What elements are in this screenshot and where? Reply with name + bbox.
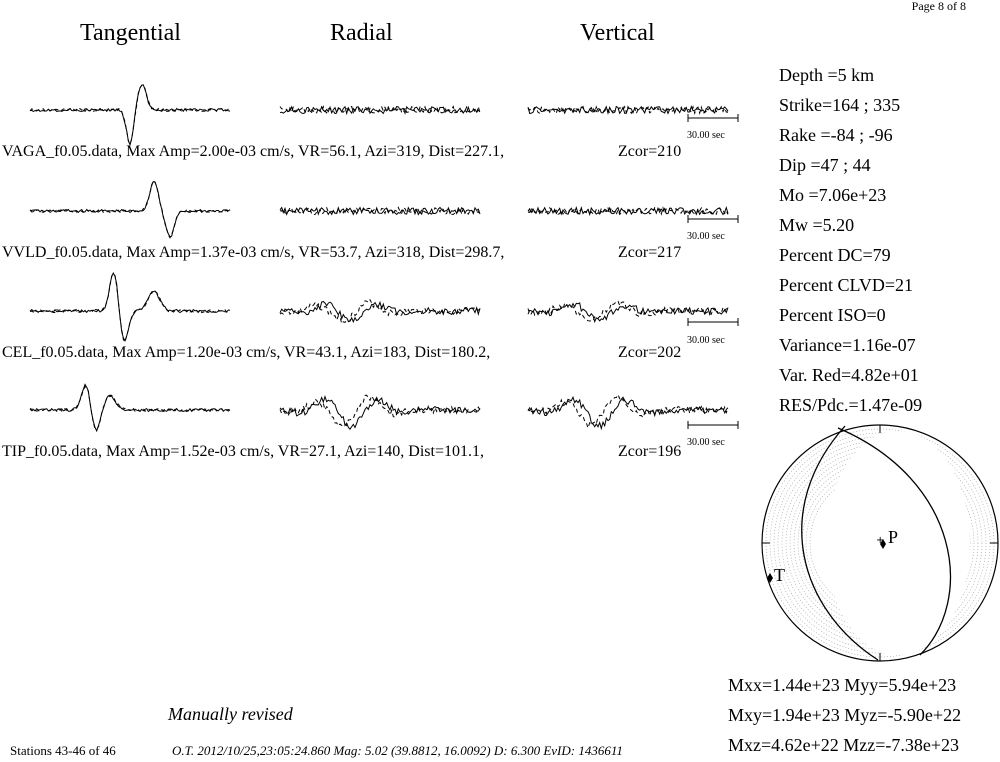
station-label-vvld: VVLD_f0.05.data, Max Amp=1.37e-03 cm/s, …: [2, 244, 505, 261]
trace-2-0-synthetic: [29, 272, 231, 344]
trace-3-2-synthetic: [527, 393, 729, 430]
param-dip: Dip =47 ; 44: [779, 155, 871, 175]
focal-mechanism-beachball: +: [761, 424, 999, 662]
trace-0-1-synthetic: [279, 105, 481, 115]
header-vertical: Vertical: [580, 20, 655, 46]
moment-tensor-row-2: Mxy=1.94e+23 Myz=-5.90e+22: [728, 705, 962, 725]
param-variance: Variance=1.16e-07: [779, 335, 916, 355]
moment-tensor-row-3: Mxz=4.62e+22 Mzz=-7.38e+23: [728, 735, 960, 755]
trace-3-0-observed: [29, 383, 231, 433]
zcor-vvld: Zcor=217: [618, 244, 682, 261]
waveform-traces: [29, 84, 729, 433]
param-mw: Mw =5.20: [779, 215, 855, 235]
param-var-red: Var. Red=4.82e+01: [779, 365, 919, 385]
trace-1-1-synthetic: [279, 205, 481, 216]
page-label: Page 8 of 8: [911, 0, 966, 13]
trace-0-2-synthetic: [527, 105, 729, 116]
dilatational-quadrant: [826, 431, 970, 655]
t-axis-label: T: [774, 565, 785, 585]
trace-1-0-observed: [29, 181, 231, 238]
param-mo: Mo =7.06e+23: [779, 185, 887, 205]
param-res-pdc: RES/Pdc.=1.47e-09: [779, 395, 923, 415]
footer-origin-info: O.T. 2012/10/25,23:05:24.860 Mag: 5.02 (…: [172, 743, 623, 758]
param-rake: Rake =-84 ; -96: [779, 125, 893, 145]
footer-stations: Stations 43-46 of 46: [10, 743, 116, 758]
param-strike: Strike=164 ; 335: [779, 95, 901, 115]
p-axis-label: P: [888, 527, 899, 547]
zcor-cel: Zcor=202: [618, 344, 682, 361]
moment-tensor-row-1: Mxx=1.44e+23 Myy=5.94e+23: [728, 675, 957, 695]
time-scale-bars: [687, 114, 739, 429]
center-plus-marker: +: [876, 535, 884, 546]
scale-label-1: 30.00 sec: [687, 130, 725, 141]
nodal-plane-2: [837, 427, 952, 656]
station-label-vaga: VAGA_f0.05.data, Max Amp=2.00e-03 cm/s, …: [2, 143, 505, 160]
trace-3-1-synthetic: [279, 394, 481, 427]
header-radial: Radial: [330, 20, 393, 46]
trace-1-1-observed: [279, 206, 481, 216]
zcor-tip: Zcor=196: [618, 443, 682, 460]
trace-0-0-synthetic: [29, 84, 231, 146]
scale-label-4: 30.00 sec: [687, 437, 725, 448]
trace-2-2-observed: [527, 302, 729, 324]
beachball-ring-3: [773, 436, 987, 650]
trace-3-2-observed: [527, 395, 729, 431]
p-axis-marker: [880, 539, 886, 549]
param-percent-iso: Percent ISO=0: [779, 305, 886, 325]
trace-2-2-synthetic: [527, 300, 729, 322]
param-percent-dc: Percent DC=79: [779, 245, 891, 265]
scale-label-2: 30.00 sec: [687, 231, 725, 242]
header-tangential: Tangential: [80, 20, 181, 46]
trace-1-2-synthetic: [527, 206, 729, 217]
trace-2-1-synthetic: [279, 298, 481, 325]
trace-2-1-observed: [279, 300, 481, 324]
manual-revision-note: Manually revised: [168, 704, 293, 724]
trace-3-0-synthetic: [29, 386, 231, 430]
station-label-cel: CEL_f0.05.data, Max Amp=1.20e-03 cm/s, V…: [2, 344, 491, 361]
param-percent-clvd: Percent CLVD=21: [779, 275, 913, 295]
t-axis-marker: [767, 573, 773, 583]
trace-0-1-observed: [279, 105, 481, 116]
trace-3-1-observed: [279, 394, 481, 431]
param-depth: Depth =5 km: [779, 65, 875, 85]
trace-0-0-observed: [29, 84, 231, 147]
zcor-vaga: Zcor=210: [618, 143, 682, 160]
trace-1-2-observed: [527, 205, 729, 217]
trace-2-0-observed: [29, 271, 231, 343]
scale-label-3: 30.00 sec: [687, 335, 725, 346]
trace-0-2-observed: [527, 105, 729, 116]
nodal-plane-1: [801, 425, 879, 661]
trace-1-0-synthetic: [29, 179, 231, 239]
station-label-tip: TIP_f0.05.data, Max Amp=1.52e-03 cm/s, V…: [2, 443, 484, 460]
